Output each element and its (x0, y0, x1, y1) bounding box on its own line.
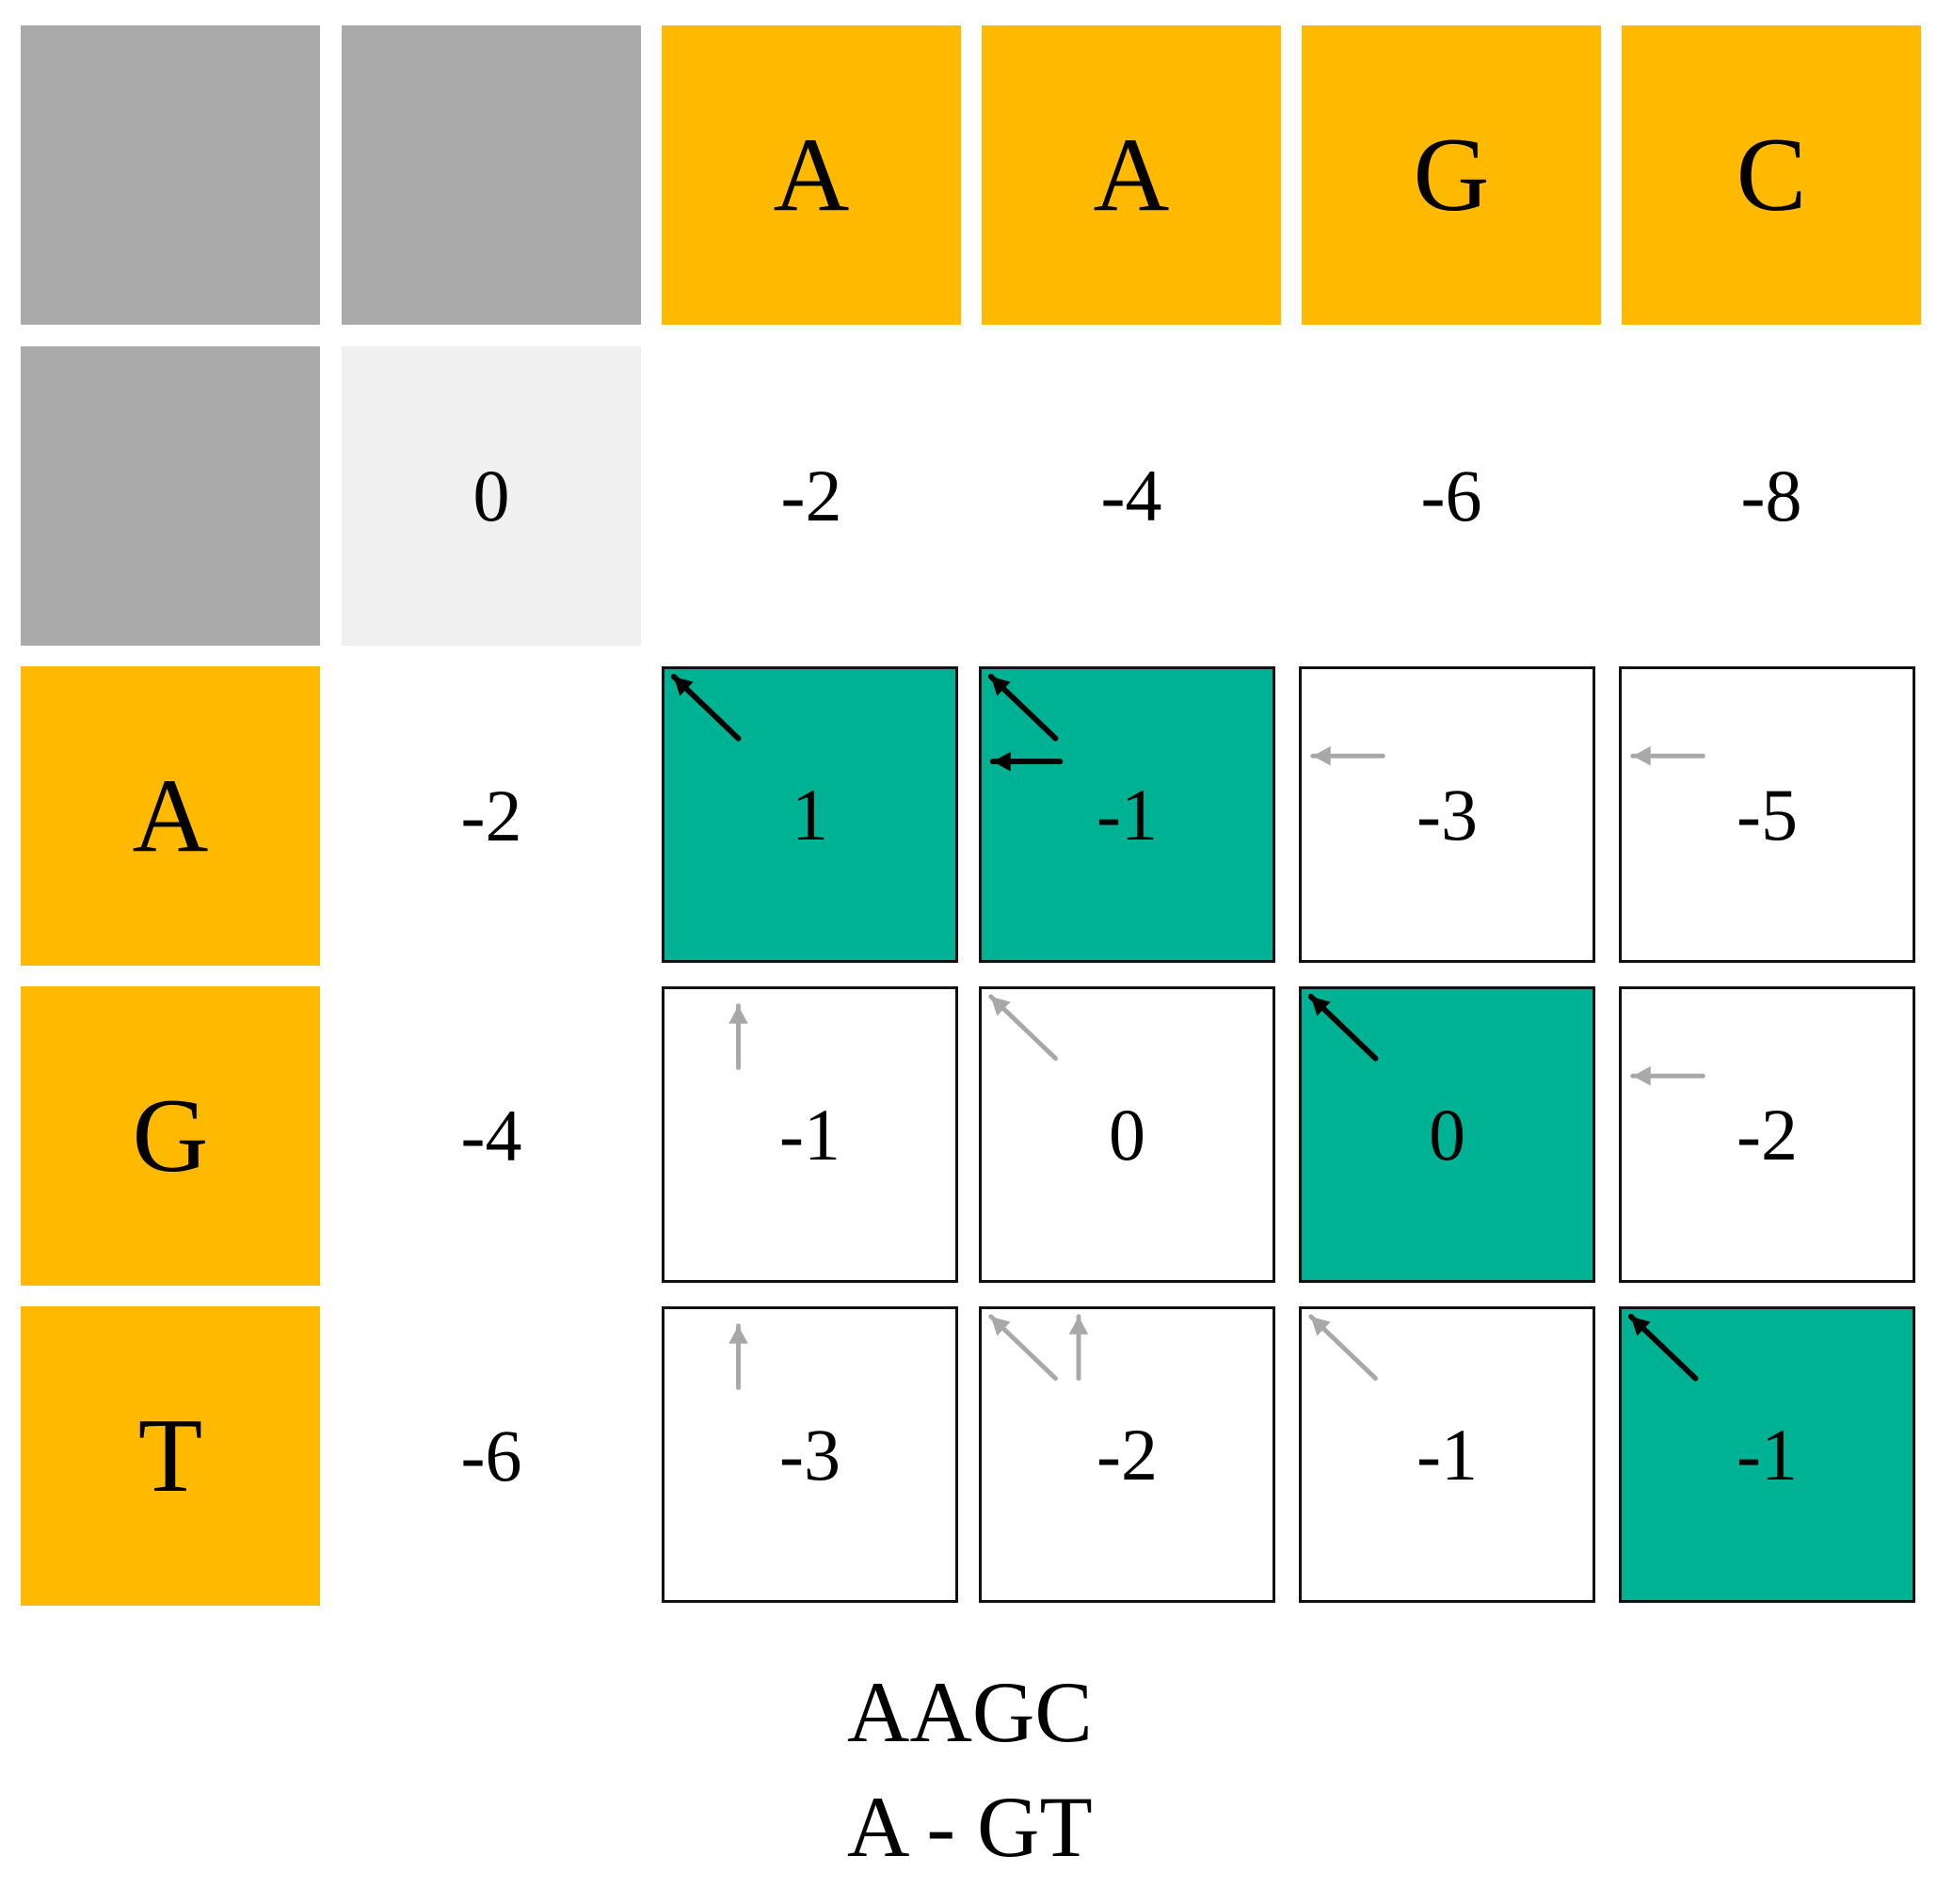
matrix-cell: -2 (1619, 986, 1915, 1283)
matrix-cell: -1 (662, 986, 958, 1283)
nucleotide-label: G (132, 1077, 209, 1194)
traceback-path-cell: 1 (662, 666, 958, 963)
top-sequence-1: A (662, 25, 961, 325)
first-row-cell-2: -4 (982, 346, 1281, 646)
score-value: -1 (779, 1093, 840, 1176)
gap-header-cell (342, 25, 641, 325)
matrix-cell: -5 (1619, 666, 1915, 963)
score-value: -4 (460, 1095, 522, 1176)
matrix-cell: -2 (979, 1306, 1275, 1603)
top-sequence-2: A (982, 25, 1281, 325)
score-value: -3 (1417, 773, 1478, 856)
origin-value: 0 (472, 455, 510, 536)
score-value: 0 (1429, 1093, 1465, 1176)
score-value: -1 (1737, 1413, 1798, 1496)
first-col-cell-2: -4 (342, 986, 641, 1286)
first-row-cell-3: -6 (1302, 346, 1601, 646)
top-sequence-3: G (1302, 25, 1601, 325)
matrix-cell: -3 (1299, 666, 1595, 963)
nucleotide-label: T (137, 1397, 203, 1514)
first-col-cell-1: -2 (342, 666, 641, 966)
score-value: -2 (780, 455, 842, 536)
score-value: 0 (1109, 1093, 1145, 1176)
score-value: -2 (1737, 1093, 1798, 1176)
traceback-path-cell: 0 (1299, 986, 1595, 1283)
score-value: -1 (1417, 1413, 1478, 1496)
aligned-sequence-top: AAGC (847, 1664, 1093, 1760)
score-value: -3 (779, 1413, 840, 1496)
score-value: -2 (1097, 1413, 1158, 1496)
traceback-path-cell: -1 (1619, 1306, 1915, 1603)
score-value: -2 (460, 775, 522, 856)
score-value: -8 (1740, 455, 1802, 536)
score-value: -6 (1420, 455, 1482, 536)
gap-row-header-cell (21, 346, 320, 646)
nucleotide-label: G (1413, 116, 1490, 233)
score-value: 1 (792, 773, 828, 856)
first-row-cell-1: -2 (662, 346, 961, 646)
nucleotide-label: C (1736, 116, 1807, 233)
score-value: -5 (1737, 773, 1798, 856)
origin-cell: 0 (342, 346, 641, 646)
left-sequence-1: A (21, 666, 320, 966)
matrix-cell: -3 (662, 1306, 958, 1603)
matrix-cell: 0 (979, 986, 1275, 1283)
nucleotide-label: A (773, 116, 850, 233)
first-row-cell-4: -8 (1622, 346, 1921, 646)
score-value: -6 (460, 1415, 522, 1496)
first-col-cell-3: -6 (342, 1306, 641, 1606)
left-sequence-2: G (21, 986, 320, 1286)
top-sequence-4: C (1622, 25, 1921, 325)
nucleotide-label: A (1093, 116, 1170, 233)
traceback-path-cell: -1 (979, 666, 1275, 963)
matrix-cell: -1 (1299, 1306, 1595, 1603)
alignment-result: AAGC A - GT (0, 1656, 1937, 1875)
score-value: -1 (1097, 773, 1158, 856)
corner-cell (21, 25, 320, 325)
nucleotide-label: A (132, 757, 209, 874)
aligned-sequence-bottom: A - GT (847, 1779, 1093, 1875)
left-sequence-3: T (21, 1306, 320, 1606)
score-value: -4 (1100, 455, 1162, 536)
